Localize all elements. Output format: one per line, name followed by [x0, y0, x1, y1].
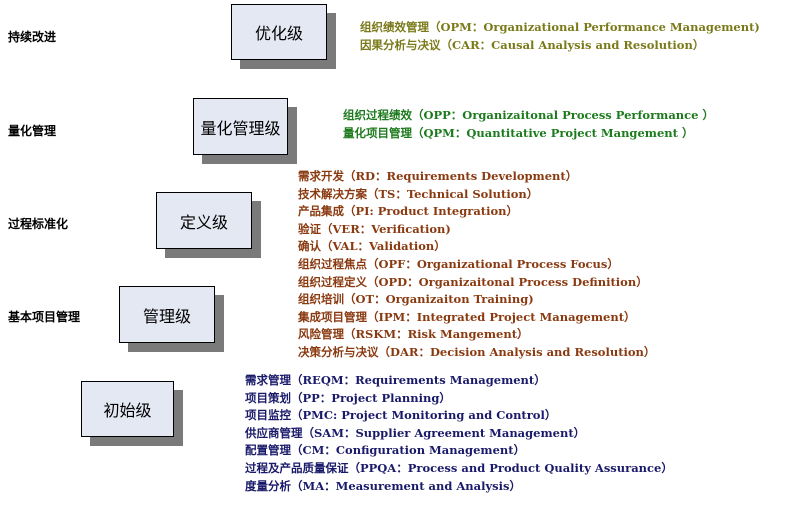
process-area-val: 确认（VAL：Validation） — [298, 239, 446, 254]
stage-label-process-standardization: 过程标准化 — [8, 217, 69, 231]
process-area-reqm: 需求管理（REQM：Requirements Management） — [245, 373, 546, 387]
stage-label-quantitative-management: 量化管理 — [8, 124, 57, 138]
process-areas-defined: 需求开发（RD：Requirements Development） 技术解决方案… — [298, 168, 655, 362]
process-area-opp: 组织过程绩效（OPP：Organizaitonal Process Perfor… — [343, 108, 714, 122]
process-area-cm: 配置管理（CM：Configuration Management） — [245, 443, 526, 458]
process-area-ot: 组织培训（OT：Organizaiton Training) — [298, 292, 534, 307]
level-box-managed: 管理级 — [119, 286, 215, 343]
process-area-opf: 组织过程焦点（OPF：Organizational Process Focus） — [298, 256, 619, 271]
process-area-qpm: 量化项目管理（QPM：Quantitative Project Mangemen… — [343, 125, 694, 140]
process-area-pmc: 项目监控（PMC: Project Monitoring and Control… — [245, 408, 557, 423]
process-areas-managed: 需求管理（REQM：Requirements Management） 项目策划（… — [245, 372, 673, 495]
process-area-opd: 组织过程定义（OPD：Organizaitonal Process Defini… — [298, 274, 648, 289]
process-areas-quantitatively-managed: 组织过程绩效（OPP：Organizaitonal Process Perfor… — [343, 107, 714, 142]
process-areas-optimizing: 组织绩效管理（OPM：Organizational Performance Ma… — [360, 19, 760, 54]
process-area-sam: 供应商管理（SAM：Supplier Agreement Management） — [245, 425, 586, 440]
level-box-quantitatively-managed: 量化管理级 — [193, 98, 288, 155]
process-area-pp: 项目策划（PP：Project Planning） — [245, 390, 451, 405]
process-area-ipm: 集成项目管理（IPM：Integrated Project Management… — [298, 309, 636, 324]
level-box-initial: 初始级 — [81, 381, 174, 437]
process-area-pi: 产品集成（PI: Product Integration） — [298, 204, 519, 219]
level-box-defined: 定义级 — [156, 192, 252, 249]
process-area-dar: 决策分析与决议（DAR：Decision Analysis and Resolu… — [298, 344, 656, 359]
process-area-rskm: 风险管理（RSKM：Risk Mangement） — [298, 327, 529, 342]
process-area-ma: 度量分析（MA：Measurement and Analysis） — [245, 478, 521, 493]
process-area-opm: 组织绩效管理（OPM：Organizational Performance Ma… — [360, 20, 760, 34]
process-area-ver: 验证（VER：Verification) — [298, 221, 451, 236]
level-box-optimizing: 优化级 — [231, 4, 327, 60]
process-area-ts: 技术解决方案（TS：Technical Solution） — [298, 186, 539, 201]
process-area-rd: 需求开发（RD：Requirements Development） — [298, 169, 578, 183]
stage-label-continuous-improvement: 持续改进 — [8, 30, 57, 44]
process-area-car: 因果分析与决议（CAR：Causal Analysis and Resoluti… — [360, 37, 705, 52]
process-area-ppqa: 过程及产品质量保证（PPQA：Process and Product Quali… — [245, 460, 673, 475]
stage-label-basic-project-management: 基本项目管理 — [8, 310, 81, 324]
